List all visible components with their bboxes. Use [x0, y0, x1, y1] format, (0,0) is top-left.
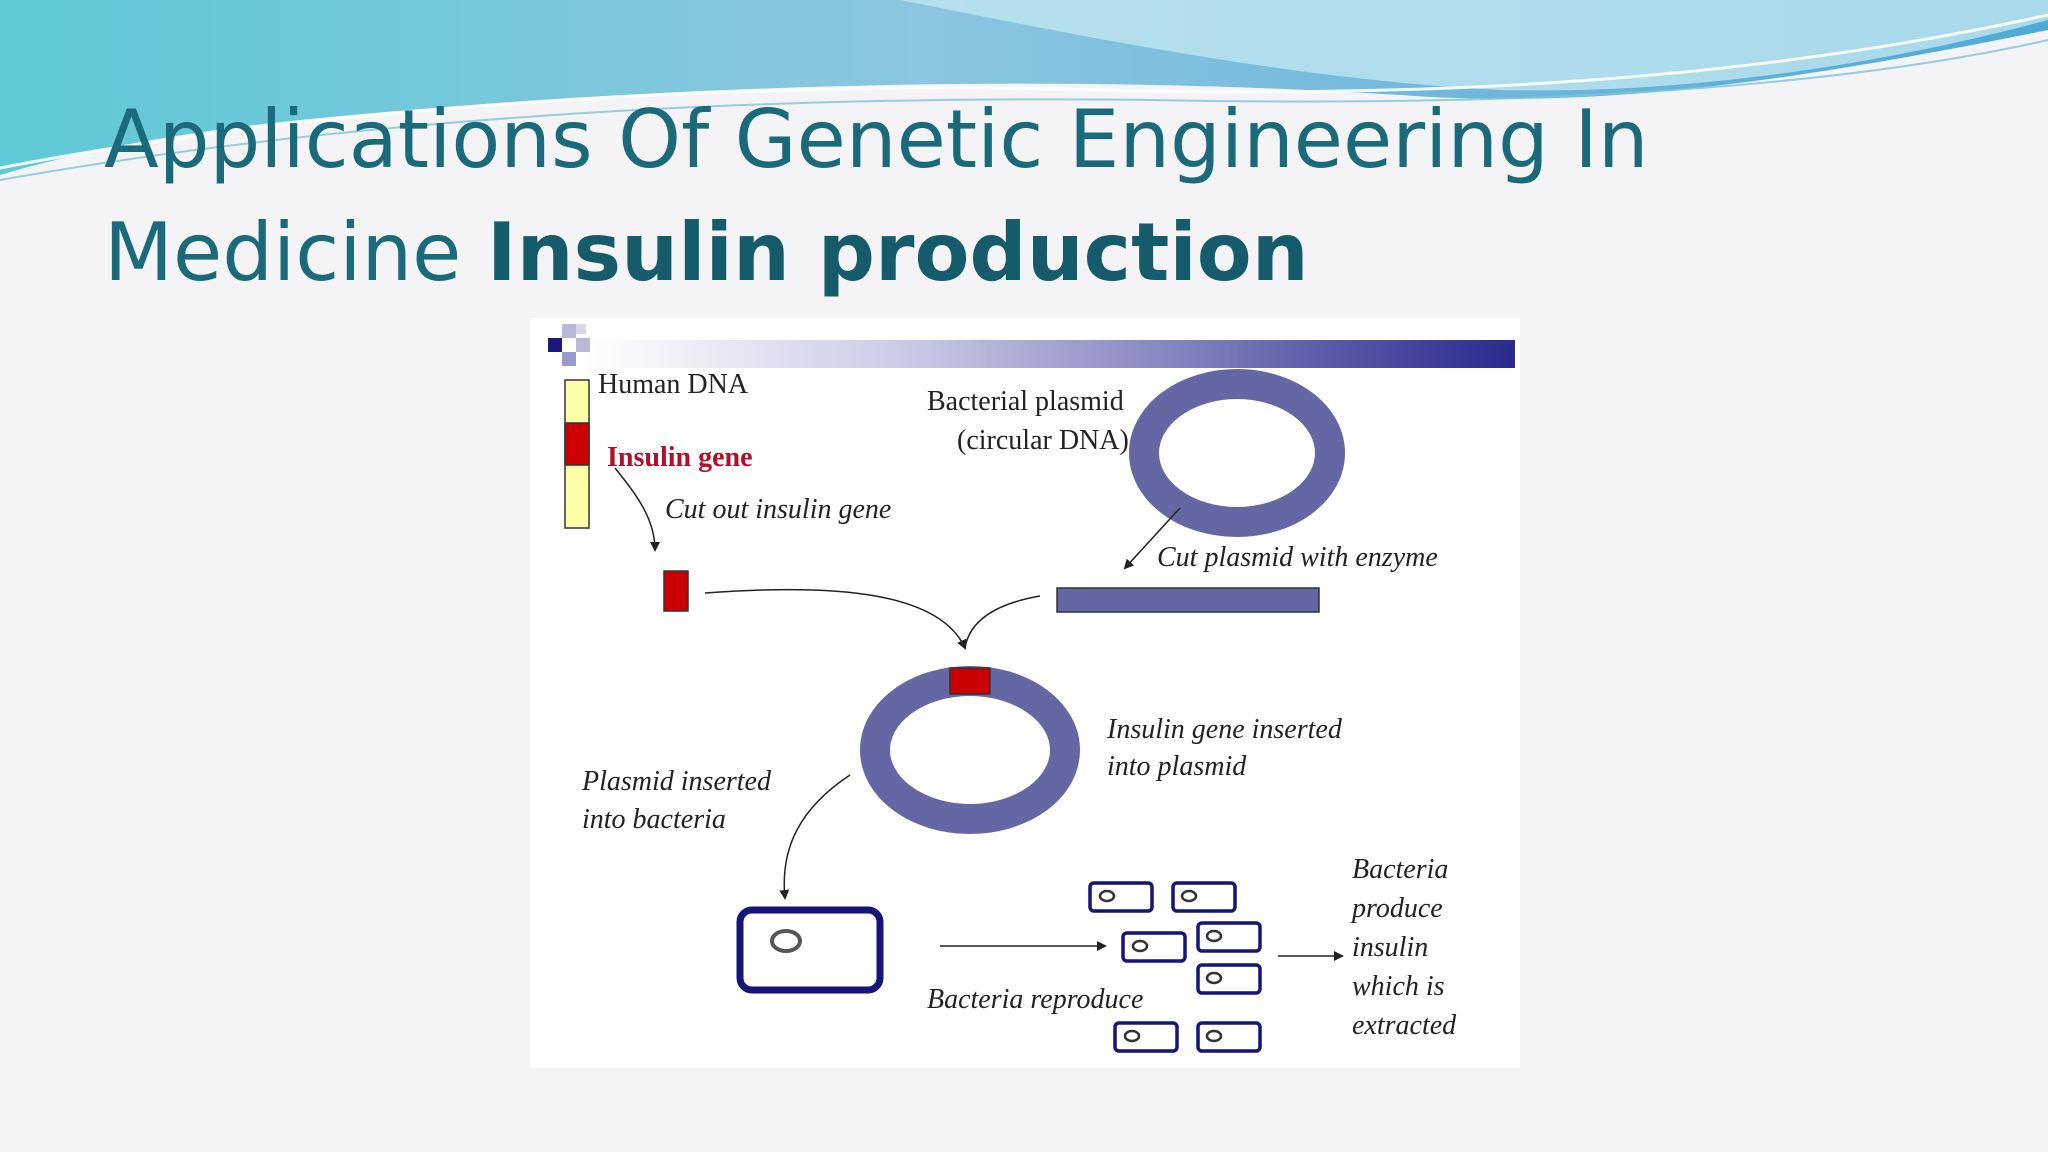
diagram-canvas: Human DNA Insulin gene Cut out insulin g…: [548, 324, 1515, 1053]
insulin-gene-label: Insulin gene: [607, 442, 753, 473]
isolated-insulin-gene: [663, 570, 689, 612]
slide-title-line-2: Medicine Insulin production: [104, 213, 1309, 293]
inserted-label-line1: Insulin gene inserted: [1106, 714, 1343, 745]
header-wave-highlight: [900, 0, 2048, 91]
into-bacteria-arrow: [779, 774, 851, 900]
plasmid-merge-arrow: [964, 595, 1041, 649]
bacterial-plasmid-ring: [1129, 369, 1345, 537]
cut-out-arrow: [614, 467, 660, 552]
plasmid-label-line2: (circular DNA): [957, 425, 1129, 456]
cut-plasmid-label: Cut plasmid with enzyme: [1157, 542, 1438, 573]
header-wave-line: [0, 13, 2048, 170]
recombinant-plasmid-ring: [860, 666, 1080, 834]
bacterium-cell: [736, 906, 884, 994]
reproduce-label: Bacteria reproduce: [927, 984, 1143, 1015]
bacteria-label-line2: into bacteria: [582, 804, 726, 835]
bacteria-colony-plasmids: [1098, 889, 1223, 1043]
insulin-gene-segment: [564, 422, 590, 466]
human-dna-label: Human DNA: [598, 369, 749, 400]
pixel-decoration: [562, 352, 576, 366]
bacteria-label-line1: Plasmid inserted: [581, 766, 772, 797]
inserted-gene-segment: [949, 667, 991, 695]
produce-label-line4: which is: [1352, 971, 1445, 1002]
gene-merge-arrow: [704, 588, 967, 650]
cut-plasmid-arrow: [1123, 507, 1181, 570]
pixel-decoration: [562, 324, 576, 338]
diagram-header-bar: [585, 340, 1515, 368]
bacteria-colony: [1088, 881, 1262, 1053]
linear-plasmid: [1056, 587, 1320, 613]
inserted-label-line2: into plasmid: [1107, 751, 1247, 782]
slide-title-bold: Insulin production: [486, 206, 1309, 299]
pixel-decoration: [576, 338, 590, 352]
produce-label-line1: Bacteria: [1352, 854, 1448, 885]
plasmid-label-line1: Bacterial plasmid: [927, 386, 1124, 417]
slide-title-line-1: Applications Of Genetic Engineering In: [104, 93, 1649, 186]
cut-out-label: Cut out insulin gene: [665, 494, 891, 525]
produce-label-line3: insulin: [1352, 932, 1428, 963]
produce-label-line2: produce: [1350, 893, 1443, 924]
slide-title-regular: Medicine: [104, 206, 487, 299]
header-wave-line-2: [0, 39, 2048, 181]
produce-label-line5: extracted: [1352, 1010, 1457, 1041]
pixel-decoration: [576, 324, 586, 334]
pixel-decoration: [548, 338, 562, 352]
bacterium-plasmid: [770, 929, 802, 953]
insulin-production-diagram: Human DNA Insulin gene Cut out insulin g…: [530, 318, 1520, 1068]
